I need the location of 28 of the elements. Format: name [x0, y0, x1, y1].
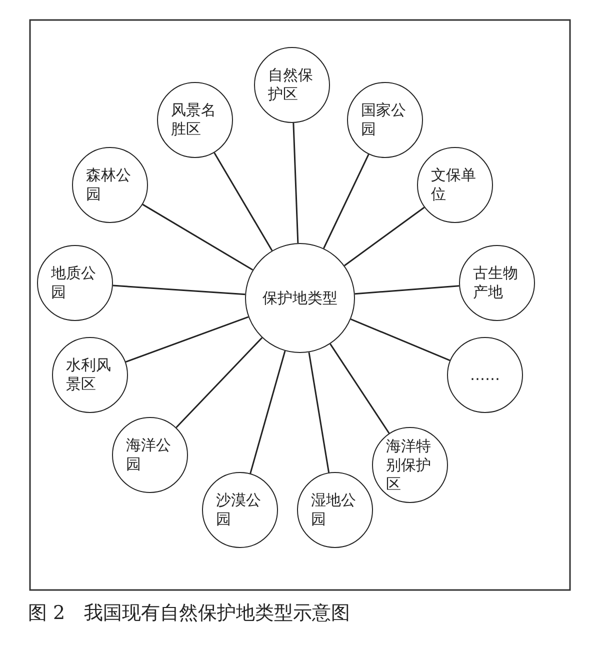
connector-line [292, 122, 299, 244]
connector-line [330, 344, 390, 434]
category-circle: 自然保护区 [254, 47, 330, 123]
connector-line [354, 285, 460, 295]
connector-line [142, 204, 254, 271]
center-circle: 保护地类型 [245, 243, 355, 353]
category-circle: 地质公园 [37, 245, 113, 321]
connector-line [176, 337, 263, 428]
category-circle: 水利风景区 [52, 337, 128, 413]
category-circle: 国家公园 [347, 82, 423, 158]
connector-line [323, 154, 370, 249]
category-circle: 海洋特别保护区 [372, 427, 448, 503]
connector-line [250, 350, 286, 474]
connector-line [344, 206, 425, 266]
connector-line [125, 316, 249, 363]
category-circle: …… [447, 337, 523, 413]
connector-line [308, 352, 330, 473]
connector-line [350, 318, 450, 362]
category-circle: 风景名胜区 [157, 82, 233, 158]
figure-caption: 图 2 我国现有自然保护地类型示意图 [28, 601, 350, 626]
category-circle: 古生物产地 [459, 245, 535, 321]
category-circle: 文保单位 [417, 147, 493, 223]
category-circle: 森林公园 [72, 147, 148, 223]
category-circle: 沙漠公园 [202, 472, 278, 548]
connector-line [112, 284, 246, 296]
category-circle: 湿地公园 [297, 472, 373, 548]
connector-line [214, 152, 273, 252]
category-circle: 海洋公园 [112, 417, 188, 493]
